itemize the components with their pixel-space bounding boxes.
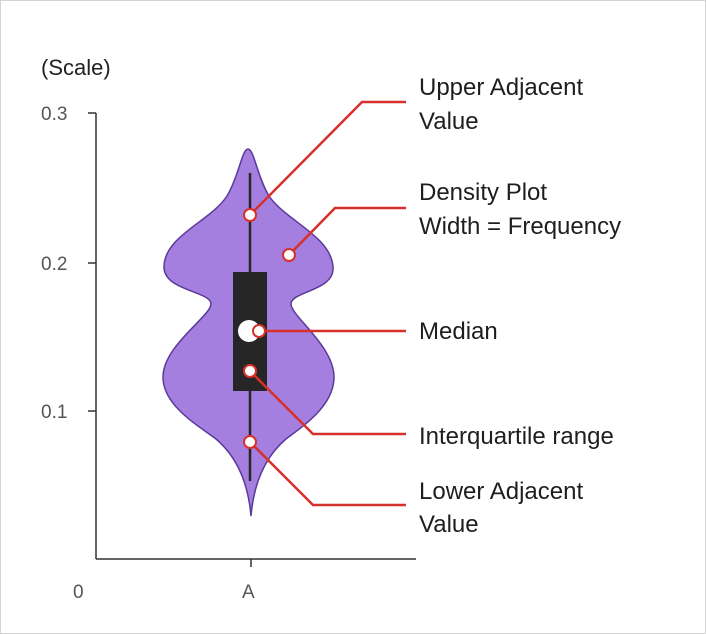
leader-density [288,206,406,256]
leader-lower-adjacent [249,441,406,507]
leader-iqr [249,370,406,436]
leader-upper-adjacent [249,100,406,216]
y-axis-label: (Scale) [41,55,111,80]
annotation-lower-adjacent: Lower Adjacent Value [419,478,590,538]
marker-iqr [243,364,257,378]
annotation-density: Density Plot Width = Frequency [419,179,621,240]
marker-lower-adjacent [243,435,257,449]
x-category-label: A [242,582,255,603]
y-tick-label-0.1: 0.1 [41,402,67,423]
y-tick-label-0.2: 0.2 [41,254,67,275]
axes [88,112,416,567]
annotation-median: Median [419,318,498,345]
annotation-upper-adjacent: Upper Adjacent Value [419,74,590,135]
annotation-markers [243,208,296,449]
annotation-iqr: Interquartile range [419,423,614,450]
y-tick-label-0.3: 0.3 [41,104,67,125]
marker-median [252,324,266,338]
x-origin-label: 0 [73,582,84,603]
marker-density [282,248,296,262]
marker-upper-adjacent [243,208,257,222]
annotation-leader-lines [249,100,406,507]
median-dot [238,320,260,342]
